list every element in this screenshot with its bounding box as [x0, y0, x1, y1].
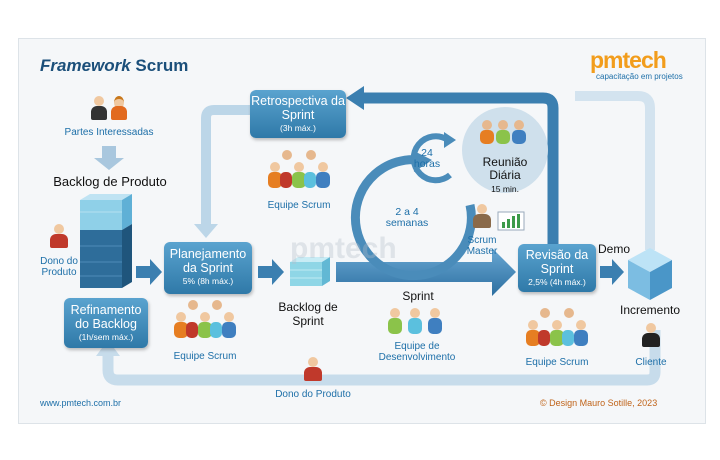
scrum-team-icon-review	[526, 308, 588, 348]
product-owner-label: Dono do Produto	[40, 256, 78, 278]
daily-cycle-arrowhead	[444, 132, 456, 148]
refinement-box: Refinamento do Backlog (1h/sem máx.)	[64, 298, 148, 348]
scrum-team-icon-planning	[174, 300, 236, 340]
product-owner-icon	[50, 224, 68, 250]
stakeholders-label: Partes Interessadas	[64, 127, 154, 138]
stakeholders-icon	[91, 96, 132, 122]
logo-brand: pmtech	[590, 47, 667, 73]
pmtech-logo: pmtech capacitação em projetos	[590, 48, 700, 81]
arrow-planning-to-sprintbacklog	[258, 259, 284, 285]
arrow-backlog-to-planning	[136, 259, 162, 285]
planning-box: Planejamento da Sprint 5% (8h máx.)	[164, 242, 252, 294]
loop-arrowhead-planning	[194, 224, 218, 238]
arrow-review-to-increment	[600, 259, 624, 285]
scrum-team-label-review: Equipe Scrum	[525, 357, 589, 368]
review-box: Revisão da Sprint 2,5% (4h máx.)	[518, 244, 596, 292]
scrum-team-label-retro: Equipe Scrum	[267, 200, 331, 211]
product-owner-icon-bottom	[304, 357, 322, 383]
sprint-label: Sprint	[402, 289, 434, 303]
retrospective-box: Retrospectiva da Sprint (3h máx.)	[250, 90, 346, 138]
daily-team-icon	[480, 120, 530, 148]
daily-cycle-arrow	[410, 133, 452, 184]
arrow-stakeholders-down	[94, 146, 124, 170]
weeks-label: 2 a 4 semanas	[385, 206, 429, 229]
sprint-backlog-stack	[290, 257, 330, 286]
page-title: Framework Scrum	[40, 56, 189, 75]
watermark: pmtech	[290, 232, 397, 265]
scrum-team-label-planning: Equipe Scrum	[173, 351, 237, 362]
dev-team-icon	[388, 308, 444, 338]
increment-label: Incremento	[619, 303, 681, 317]
hours-label: 24 horas	[413, 147, 441, 170]
client-label: Cliente	[635, 357, 667, 368]
loop-arrow-increment-top	[575, 91, 655, 250]
daily-meeting-sub: 15 min.	[491, 184, 519, 194]
loop-arrowhead-bottom	[96, 340, 120, 356]
scrum-master-icon	[473, 204, 491, 230]
increment-cube	[628, 248, 672, 300]
loop-arrow-bottom	[102, 330, 661, 386]
daily-meeting-title: Reunião Diária	[482, 155, 528, 182]
logo-tagline: capacitação em projetos	[596, 72, 683, 81]
sprint-backlog-label: Backlog de Sprint	[278, 300, 338, 328]
sprint-cycle-arrow	[350, 155, 476, 281]
design-credit: © Design Mauro Sotille, 2023	[540, 398, 658, 408]
product-owner-label-bottom: Dono do Produto	[275, 389, 351, 400]
loop-arrowhead-retro	[346, 86, 364, 110]
loop-arrow-review-to-retro	[360, 92, 559, 245]
product-backlog-stack	[80, 194, 132, 288]
demo-label: Demo	[597, 242, 630, 256]
dev-team-label: Equipe de Desenvolvimento	[378, 341, 456, 363]
product-backlog-label: Backlog de Produto	[53, 174, 167, 189]
client-icon	[642, 323, 660, 349]
scrum-team-icon-retro	[268, 150, 330, 190]
scrum-master-label: Scrum Master	[466, 235, 498, 257]
website-link[interactable]: www.pmtech.com.br	[40, 398, 122, 408]
loop-arrow-retro-to-planning	[201, 105, 250, 228]
chart-icon	[497, 211, 525, 231]
